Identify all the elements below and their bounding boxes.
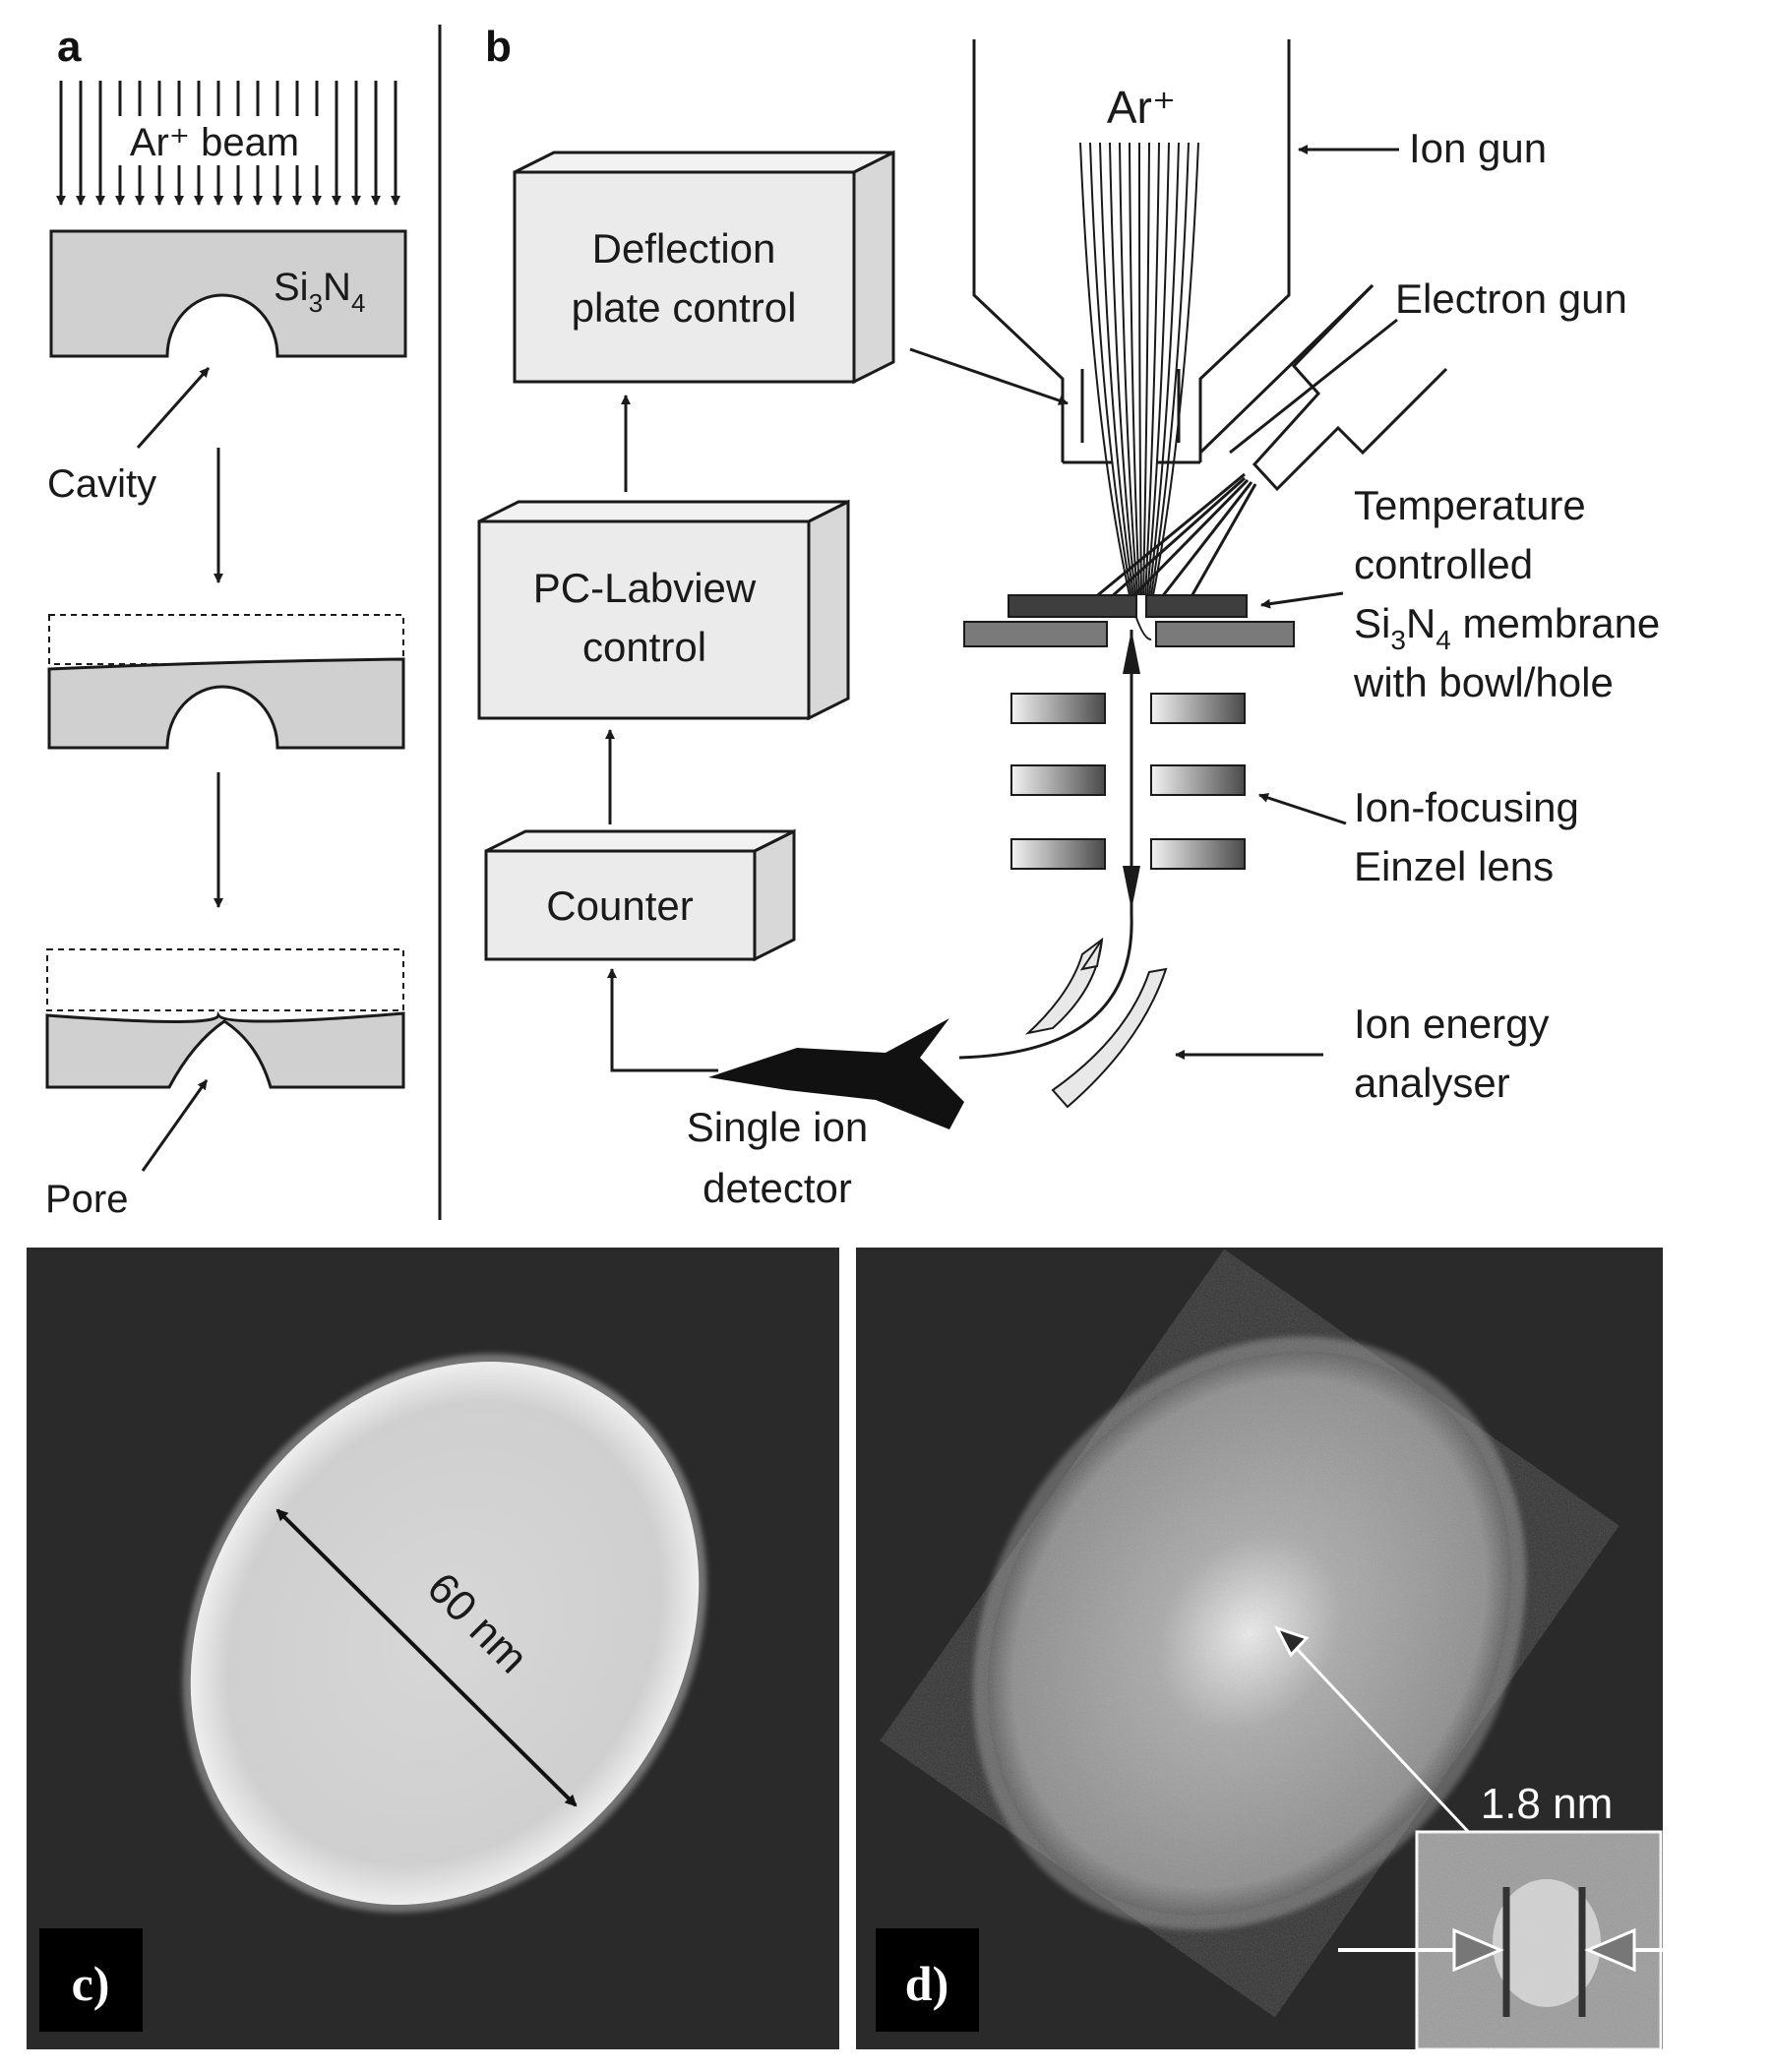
inset-pointer-d <box>1282 1633 1478 1842</box>
si3n4-membrane <box>963 594 1295 647</box>
removed-layer-outline-2 <box>48 614 404 665</box>
transmitted-ion-arrow-up <box>1123 630 1140 674</box>
membrane-label-2: controlled <box>1354 541 1533 587</box>
panel-d-badge-label: d) <box>905 1956 948 2011</box>
panel-d-badge <box>876 1928 979 2032</box>
cavity-pointer-arrow <box>136 367 211 449</box>
einzel-lens-label-2: Einzel lens <box>1354 843 1554 889</box>
arrow-detector-to-counter <box>607 968 718 1072</box>
panel-c-badge-label: c) <box>72 1956 110 2011</box>
detector-label-2: detector <box>703 1165 852 1211</box>
deflection-label-2: plate control <box>572 284 797 331</box>
membrane-block-2 <box>47 657 405 750</box>
einzel-lens-label-1: Ion-focusing <box>1354 784 1579 830</box>
panel-c-badge <box>39 1928 143 2032</box>
counter-box: Counter <box>484 828 796 962</box>
membrane-label-1: Temperature <box>1354 482 1586 528</box>
analyser-label-1: Ion energy <box>1354 1001 1549 1047</box>
single-ion-detector <box>708 1018 964 1129</box>
ion-gun-housing <box>972 39 1291 462</box>
removed-layer-outline-3 <box>46 948 404 1011</box>
ion-energy-analyser <box>1024 937 1168 1109</box>
deflection-control-box: Deflection plate control <box>513 150 895 385</box>
analyser-label-2: analyser <box>1354 1060 1510 1106</box>
panel-a-letter: a <box>57 23 82 71</box>
deflection-control-pointer <box>909 347 1069 405</box>
transmitted-ion-arrow-down <box>1123 866 1140 910</box>
deflection-label-1: Deflection <box>592 225 776 272</box>
pc-labview-label-2: control <box>582 624 706 670</box>
panel-a: a Ar⁺ beam Si3N4 <box>45 23 407 1221</box>
membrane-block-3 <box>45 1010 405 1089</box>
detector-label-1: Single ion <box>687 1104 868 1150</box>
pc-labview-box: PC-Labview control <box>477 499 850 721</box>
counter-label: Counter <box>546 883 693 929</box>
ion-beam-rays <box>1079 142 1199 640</box>
pore-width-label-d: 1.8 nm <box>1481 1780 1614 1828</box>
pore-image-d-noise <box>987 1351 1512 1916</box>
si3n4-label: Si3N4 <box>274 266 365 318</box>
membrane-label-3: Si3N4 membrane <box>1354 600 1660 655</box>
membrane-label-4: with bowl/hole <box>1353 659 1614 705</box>
electron-gun-label: Electron gun <box>1395 275 1627 322</box>
ion-source-label: Ar⁺ <box>1107 82 1176 133</box>
argon-beam-label: Ar⁺ beam <box>130 121 299 164</box>
ion-trajectory-curve <box>958 914 1133 1060</box>
electron-gun <box>1093 283 1448 600</box>
inset-width-arrows <box>1338 1927 1761 1973</box>
inset-pointer-d-head <box>1273 1625 1310 1658</box>
diameter-arrow-c <box>275 1508 578 1807</box>
pc-labview-label-1: PC-Labview <box>533 565 757 611</box>
panel-c: 60 nm c) <box>27 1248 839 2049</box>
panel-d: 1.8 nm d) <box>856 1248 1761 2051</box>
panel-b: b Deflection plate control PC-Labview co… <box>477 23 1660 1211</box>
panel-b-letter: b <box>485 23 512 71</box>
membrane-block-1 <box>49 229 407 358</box>
pore-label: Pore <box>45 1178 129 1221</box>
pore-pointer-arrow <box>141 1079 209 1172</box>
cavity-label: Cavity <box>47 462 156 506</box>
ion-gun-label: Ion gun <box>1409 125 1547 171</box>
einzel-lens-pointer <box>1258 793 1347 825</box>
membrane-pointer <box>1260 591 1344 609</box>
einzel-lens <box>1010 693 1246 870</box>
